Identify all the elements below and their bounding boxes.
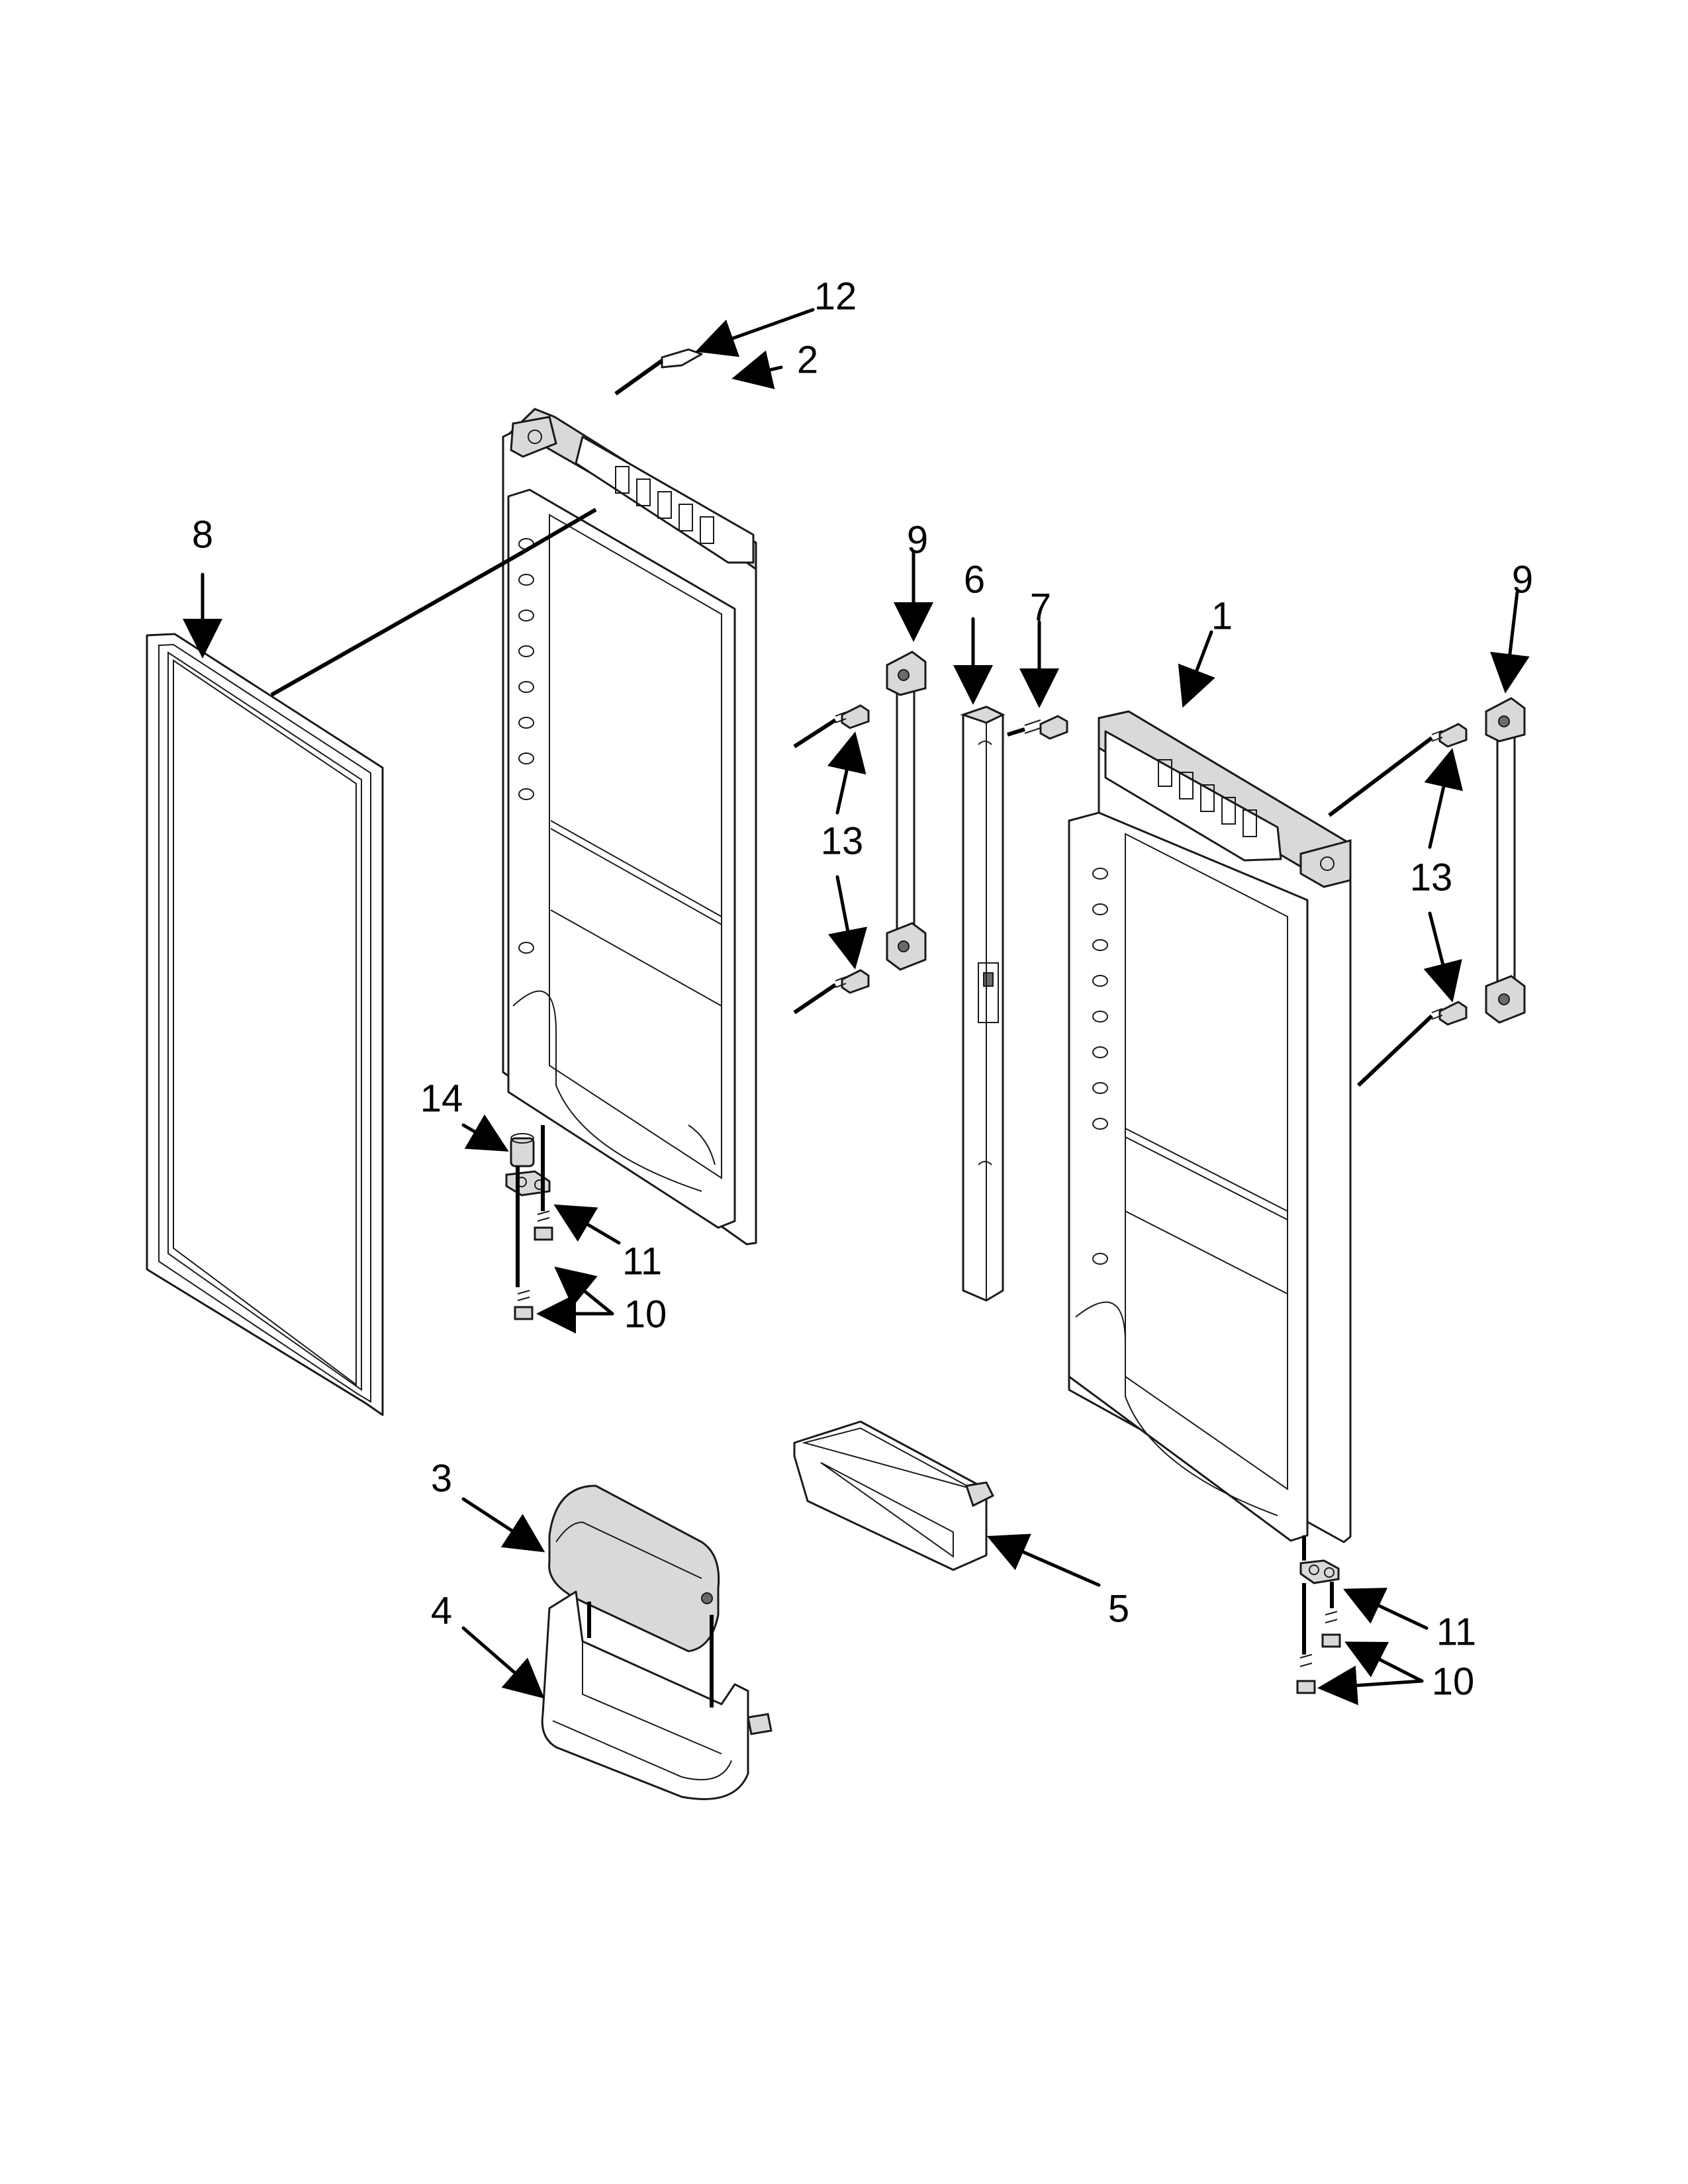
- callout-13b: 13: [1410, 856, 1453, 899]
- part-10-right-hinge-screws: [1296, 1611, 1341, 1694]
- part-1-right-door: [1068, 710, 1352, 1543]
- part-11-right-hinge-plate: [1299, 1559, 1340, 1584]
- callout-11a: 11: [622, 1240, 662, 1283]
- callout-9a: 9: [907, 518, 928, 561]
- callout-12: 12: [814, 275, 857, 318]
- part-14-hinge-bushing: [510, 1133, 535, 1167]
- part-8-door-gasket: [146, 633, 384, 1416]
- callout-7: 7: [1030, 586, 1051, 629]
- callout-10a: 10: [624, 1293, 667, 1336]
- part-4-dairy-bin: [541, 1590, 773, 1800]
- callout-11b: 11: [1436, 1610, 1476, 1653]
- callout-6: 6: [964, 558, 985, 601]
- callout-5: 5: [1108, 1587, 1129, 1630]
- callout-1: 1: [1211, 594, 1233, 637]
- part-12-pad: [661, 348, 703, 369]
- leader-arrows: [183, 308, 1530, 1706]
- part-9-right-handle: [1485, 697, 1526, 1024]
- explosion-lines: [270, 359, 1434, 1707]
- screw-lower-right: [1431, 1001, 1468, 1026]
- screw-upper-right: [1431, 723, 1468, 748]
- screw-upper-left: [835, 704, 870, 729]
- callout-4: 4: [431, 1589, 452, 1632]
- callout-10b: 10: [1432, 1660, 1475, 1703]
- callout-8: 8: [192, 513, 213, 556]
- part-5-door-bin: [793, 1420, 995, 1571]
- callout-3: 3: [431, 1457, 452, 1500]
- part-13-left-screws: [835, 704, 870, 994]
- part-10-left-hinge-screws: [514, 1210, 553, 1320]
- screw-lower-left: [835, 969, 870, 994]
- callout-13a: 13: [821, 819, 864, 862]
- left-door-vent-slots: [615, 466, 714, 544]
- callout-labels: 12 2 8 9 6 7 1 9 13 13 14 11 10 3 4 5 11…: [192, 275, 1533, 1703]
- callout-9b: 9: [1512, 558, 1533, 601]
- part-7-screw: [1024, 715, 1068, 740]
- right-door-vent-slots: [1158, 759, 1257, 837]
- callout-2: 2: [797, 338, 818, 381]
- callout-14: 14: [420, 1077, 463, 1120]
- right-door-shelf-pegs: [1092, 868, 1108, 1265]
- left-door-shelf-pegs: [518, 538, 534, 954]
- part-3-dairy-cover: [548, 1484, 720, 1653]
- part-9-left-handle: [886, 651, 927, 971]
- part-2-left-door: [502, 408, 757, 1246]
- part-6-center-flipper: [960, 705, 1006, 1302]
